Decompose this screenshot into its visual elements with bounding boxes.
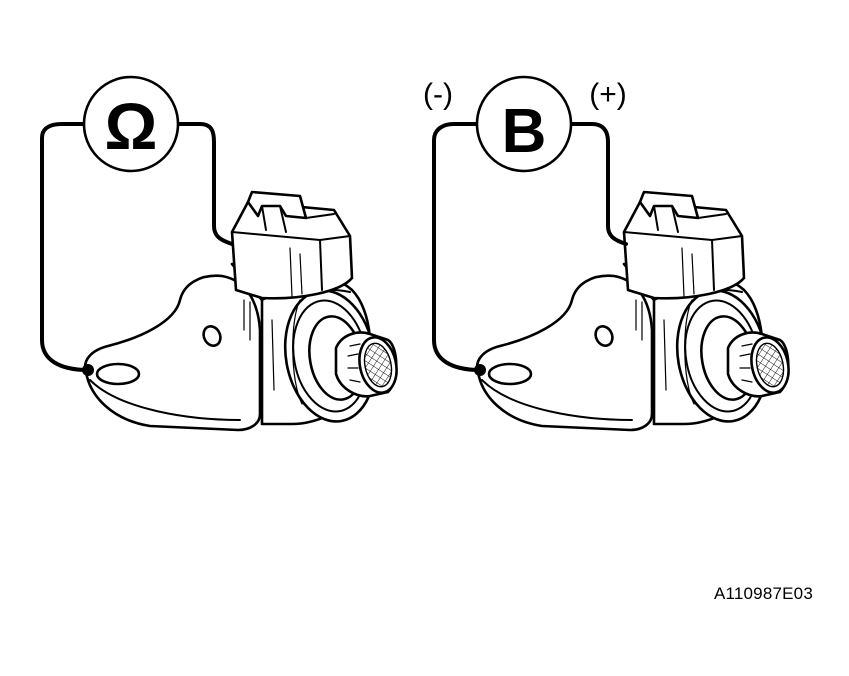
- probe-contact-left-bracket: [82, 364, 94, 376]
- figure-id-label: A110987E03: [713, 584, 813, 603]
- left-resistance-test: Ω: [40, 75, 403, 432]
- solenoid-valve-left: [83, 190, 403, 432]
- right-battery-test: B (-) (+): [423, 75, 795, 432]
- negative-polarity-label: (-): [423, 78, 453, 111]
- test-lead-positive: [568, 122, 628, 246]
- test-lead-negative: [432, 122, 482, 372]
- battery-symbol: B: [502, 97, 547, 166]
- solenoid-valve-right: [475, 190, 795, 432]
- ohm-symbol: Ω: [105, 89, 158, 163]
- probe-contact-right-bracket: [474, 364, 486, 376]
- ohmmeter-symbol-circle: [82, 75, 180, 173]
- battery-symbol-circle: [475, 75, 573, 173]
- test-lead-left-bracket: [40, 122, 90, 372]
- test-lead-left-terminal: [176, 122, 234, 246]
- positive-polarity-label: (+): [589, 78, 627, 111]
